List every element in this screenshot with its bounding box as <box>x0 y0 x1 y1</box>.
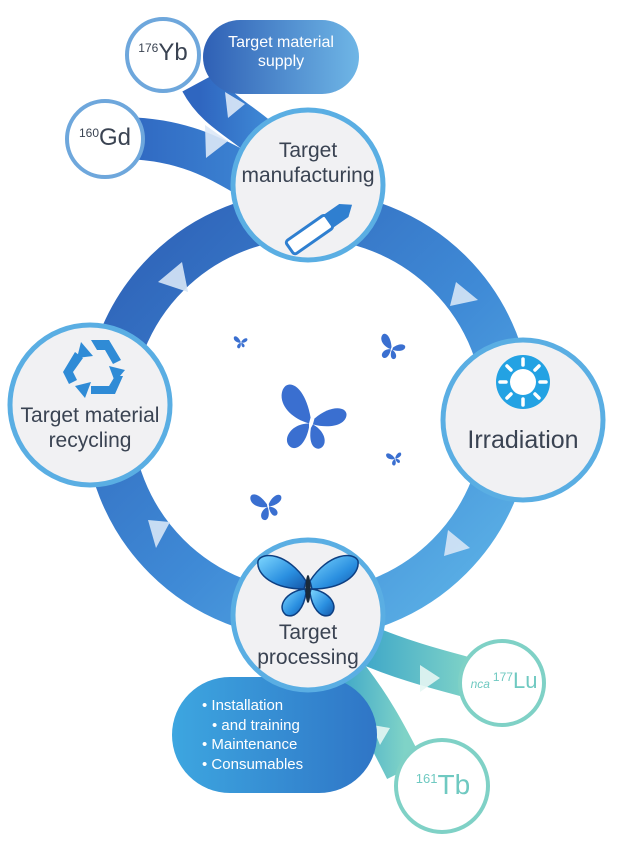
manufacturing-label-line2: manufacturing <box>241 164 375 188</box>
services-item: Installation <box>202 696 372 716</box>
recycling-label-line1: Target material <box>20 404 160 427</box>
supply-label: Target material supply <box>208 33 354 71</box>
gd-label: 160Gd <box>67 124 143 153</box>
ring-arrow-4 <box>148 520 170 548</box>
recycling-label-line2: recycling <box>48 429 132 453</box>
lu-mass: 177 <box>492 670 513 684</box>
ring-arrow-2 <box>450 282 478 306</box>
lu-arrow <box>420 665 440 692</box>
lu-prefix: nca <box>470 677 490 691</box>
ring-arrow-3 <box>444 530 470 556</box>
services-item: Maintenance <box>202 735 372 755</box>
services-list: Installation and training Maintenance Co… <box>202 696 372 774</box>
tb-mass: 161 <box>415 771 438 786</box>
processing-label-line2: processing <box>257 646 359 670</box>
manufacturing-label: Target manufacturing <box>238 138 378 188</box>
gd-mass: 160 <box>78 126 99 140</box>
services-item: and training <box>202 716 372 736</box>
decorative-butterfly-icon <box>233 333 406 521</box>
tb-symbol: Tb <box>437 769 471 800</box>
sun-icon <box>496 355 550 409</box>
recycle-icon <box>63 340 125 398</box>
irradiation-node <box>440 337 606 503</box>
gd-circle <box>65 99 145 179</box>
manufacturing-node <box>230 107 386 263</box>
processing-label: Target processing <box>238 620 378 670</box>
tb-circle <box>394 738 490 834</box>
yb-label: 176Yb <box>127 39 199 68</box>
lu-symbol: Lu <box>512 668 538 693</box>
supply-pill <box>203 20 359 94</box>
yb-arrow <box>225 92 245 118</box>
gd-arrow <box>205 125 228 158</box>
ring-arrow-1 <box>158 262 188 292</box>
manufacturing-label-line1: Target <box>278 139 338 162</box>
yb-mass: 176 <box>138 41 159 55</box>
yb-circle <box>125 17 201 93</box>
yb-symbol: Yb <box>158 39 188 66</box>
gd-symbol: Gd <box>99 124 132 151</box>
supply-label-line1: Target material <box>228 34 334 51</box>
butterfly-icon <box>257 554 359 617</box>
irradiation-label: Irradiation <box>467 426 579 454</box>
supply-label-line2: supply <box>257 53 305 71</box>
processing-label-line1: Target <box>278 621 338 644</box>
capsule-icon <box>284 203 353 256</box>
tb-label: 161Tb <box>398 768 488 802</box>
recycling-node <box>7 322 173 488</box>
services-item: Consumables <box>202 755 372 775</box>
recycling-label: Target material recycling <box>10 403 170 453</box>
lu-circle <box>458 639 546 727</box>
